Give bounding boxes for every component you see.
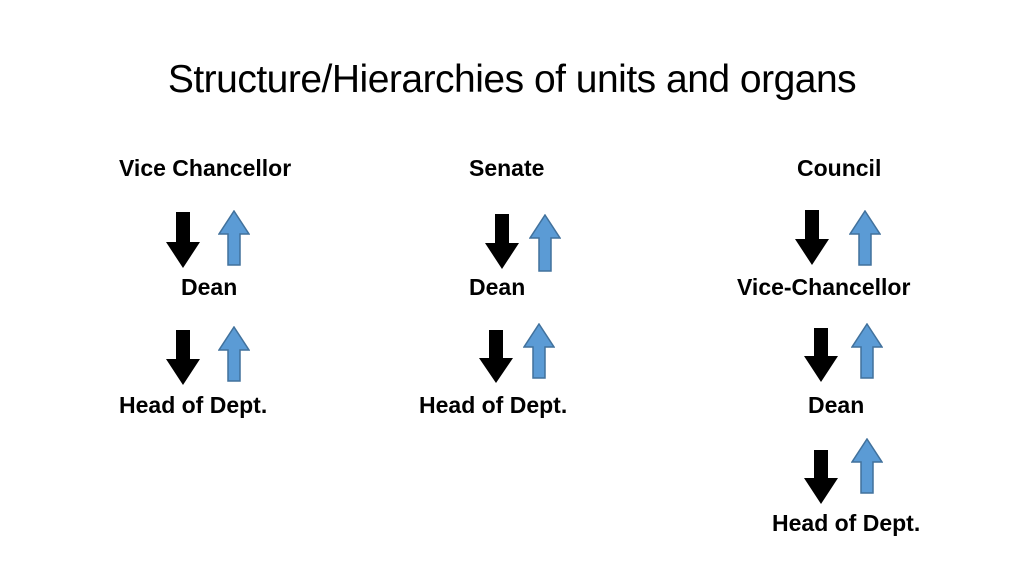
col2-level2-label: Dean	[469, 274, 526, 300]
up-arrow-icon	[218, 210, 250, 266]
col1-level3-label: Head of Dept.	[119, 392, 268, 418]
col2-level1-label: Senate	[469, 155, 545, 181]
down-arrow-icon	[166, 330, 200, 385]
up-arrow-icon	[851, 438, 883, 494]
col3-level4-label: Head of Dept.	[772, 510, 921, 536]
down-arrow-icon	[795, 210, 829, 265]
up-arrow-icon	[529, 214, 561, 272]
down-arrow-icon	[804, 450, 838, 504]
up-arrow-icon	[851, 323, 883, 379]
down-arrow-icon	[804, 328, 838, 382]
col2-level3-label: Head of Dept.	[419, 392, 568, 418]
up-arrow-icon	[523, 323, 555, 379]
slide-title: Structure/Hierarchies of units and organ…	[167, 58, 857, 101]
col3-level3-label: Dean	[808, 392, 865, 418]
col1-level1-label: Vice Chancellor	[119, 155, 292, 181]
down-arrow-icon	[485, 214, 519, 269]
down-arrow-icon	[479, 330, 513, 383]
col3-level1-label: Council	[797, 155, 882, 181]
up-arrow-icon	[849, 210, 881, 266]
col3-level2-label: Vice-Chancellor	[737, 274, 911, 300]
col1-level2-label: Dean	[181, 274, 238, 300]
down-arrow-icon	[166, 212, 200, 268]
up-arrow-icon	[218, 326, 250, 382]
